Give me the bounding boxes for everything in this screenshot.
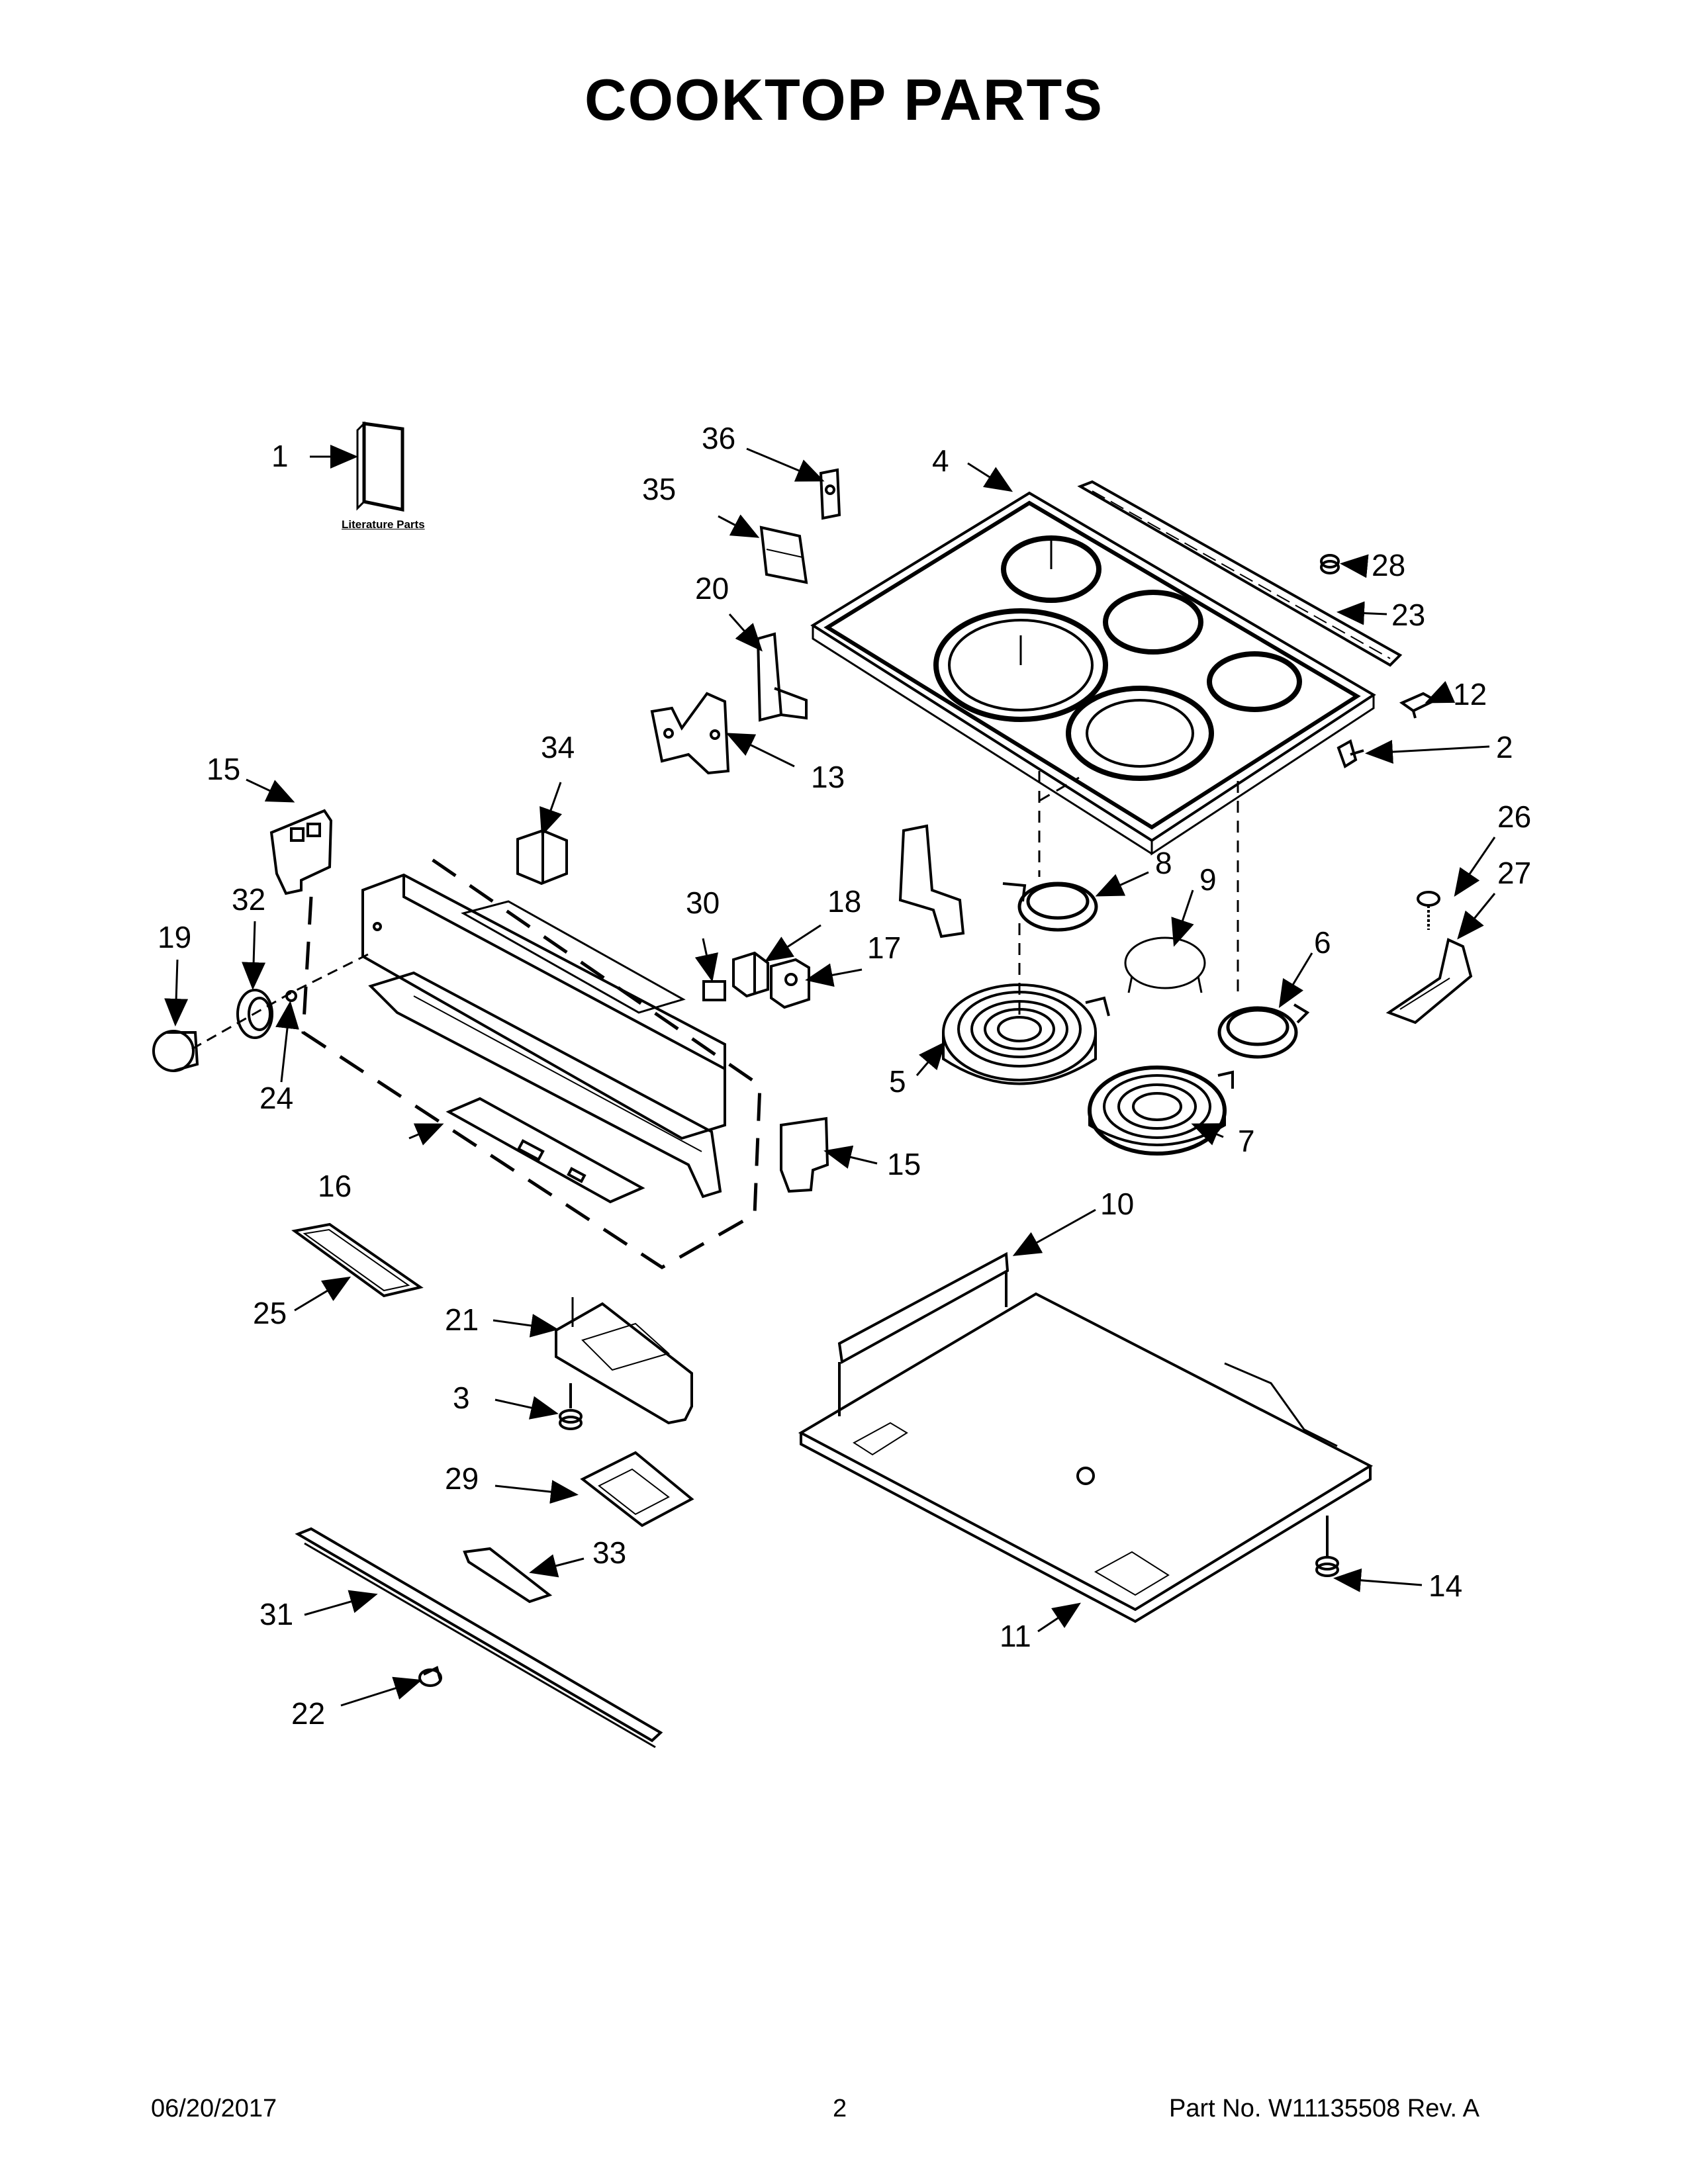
clip-part[interactable] (1399, 692, 1438, 719)
alignment-guides (1018, 771, 1239, 1023)
anti-tip-screw[interactable] (1417, 891, 1440, 930)
relay-part[interactable] (770, 958, 810, 1009)
callout-labels: 1 2 3 4 5 6 7 8 9 10 11 12 13 14 15 15 1… (158, 421, 1531, 1731)
callout-9: 9 (1199, 862, 1217, 897)
callout-7: 7 (1238, 1124, 1255, 1158)
footer-page-number: 2 (833, 2095, 847, 2122)
control-knob-part[interactable] (152, 1030, 199, 1072)
callout-23: 23 (1391, 598, 1425, 632)
callout-32: 32 (232, 882, 265, 917)
callout-28: 28 (1372, 548, 1405, 582)
burner-box-screw[interactable] (1315, 1516, 1339, 1577)
callout-19: 19 (158, 920, 191, 954)
callout-10: 10 (1100, 1187, 1134, 1221)
callout-14: 14 (1429, 1569, 1462, 1603)
callout-33: 33 (592, 1535, 626, 1570)
callout-29: 29 (445, 1461, 479, 1496)
callout-12: 12 (1453, 677, 1487, 711)
callout-2: 2 (1496, 730, 1513, 764)
front-trim-strip[interactable] (295, 1527, 663, 1749)
footer-part-number: Part No. W11135508 Rev. A (1169, 2095, 1479, 2122)
mounting-plate[interactable] (463, 1547, 553, 1604)
callout-11: 11 (1000, 1619, 1031, 1653)
retainer-clip[interactable] (418, 1666, 442, 1687)
burner-box[interactable] (798, 1271, 1374, 1623)
switch-bracket-right[interactable] (780, 1116, 829, 1193)
callout-22: 22 (291, 1696, 325, 1731)
callout-18: 18 (827, 884, 861, 919)
shield-plate-part[interactable] (759, 525, 808, 584)
surface-element-large[interactable] (942, 983, 1110, 1085)
grommet-part[interactable] (1320, 554, 1340, 574)
callout-24: 24 (259, 1081, 293, 1115)
callout-21: 21 (445, 1302, 479, 1337)
console-gasket[interactable] (291, 1222, 424, 1298)
callout-34: 34 (541, 730, 575, 764)
cooktop-glass[interactable] (810, 491, 1376, 856)
burner-box-rear-panel[interactable] (837, 1251, 1009, 1365)
callout-6: 6 (1314, 925, 1331, 960)
surface-element-medium[interactable] (1088, 1066, 1234, 1156)
footer-date: 06/20/2017 (151, 2095, 277, 2122)
callout-4: 4 (932, 443, 949, 478)
thermal-switch-part[interactable] (702, 980, 726, 1001)
infinite-switch-part[interactable] (516, 829, 568, 886)
callout-13: 13 (811, 760, 845, 794)
callout-30: 30 (686, 886, 720, 920)
control-console-housing[interactable] (361, 873, 726, 1140)
callout-25: 25 (253, 1296, 287, 1330)
callout-31: 31 (259, 1597, 293, 1631)
terminal-part[interactable] (1336, 739, 1364, 769)
control-rail[interactable] (368, 971, 722, 1199)
switch-bracket-left[interactable] (269, 809, 333, 895)
literature-parts-booklet[interactable] (356, 421, 404, 512)
callout-15a: 15 (207, 752, 240, 786)
callout-36: 36 (702, 421, 735, 455)
rear-trim-strip[interactable] (1077, 480, 1403, 667)
control-bracket-upper[interactable] (756, 632, 808, 722)
user-interface-board[interactable] (445, 1097, 645, 1204)
console-group-outline (301, 852, 762, 1269)
surface-element-small-left[interactable] (1002, 882, 1098, 932)
small-insulator-part[interactable] (819, 468, 841, 520)
callout-20: 20 (695, 571, 729, 606)
knob-bezel-part[interactable] (236, 989, 273, 1039)
terminal-block-part[interactable] (732, 951, 769, 998)
callout-17: 17 (867, 931, 901, 965)
callout-26: 26 (1497, 799, 1531, 834)
leader-arrows (164, 445, 1496, 1707)
callout-5: 5 (889, 1064, 906, 1099)
control-mount-bracket[interactable] (580, 1451, 694, 1527)
callout-3: 3 (453, 1381, 470, 1415)
knob-spring-part[interactable] (285, 990, 297, 1002)
callout-27: 27 (1497, 856, 1531, 890)
electronic-control-board[interactable] (555, 1297, 693, 1425)
control-bracket-left[interactable] (650, 692, 730, 775)
callout-15b: 15 (887, 1147, 921, 1181)
callout-8: 8 (1155, 846, 1172, 880)
control-bracket-right[interactable] (898, 824, 965, 938)
anti-tip-bracket[interactable] (1385, 938, 1473, 1024)
callout-16: 16 (318, 1169, 352, 1203)
surface-element-small-right[interactable] (1217, 1003, 1310, 1059)
page-title: COOKTOP PARTS (585, 67, 1103, 132)
element-support-ring[interactable] (1124, 936, 1206, 993)
callout-1: 1 (271, 439, 289, 473)
mounting-screw[interactable] (559, 1383, 583, 1430)
callout-35: 35 (642, 472, 676, 506)
literature-parts-label: Literature Parts (342, 518, 425, 531)
